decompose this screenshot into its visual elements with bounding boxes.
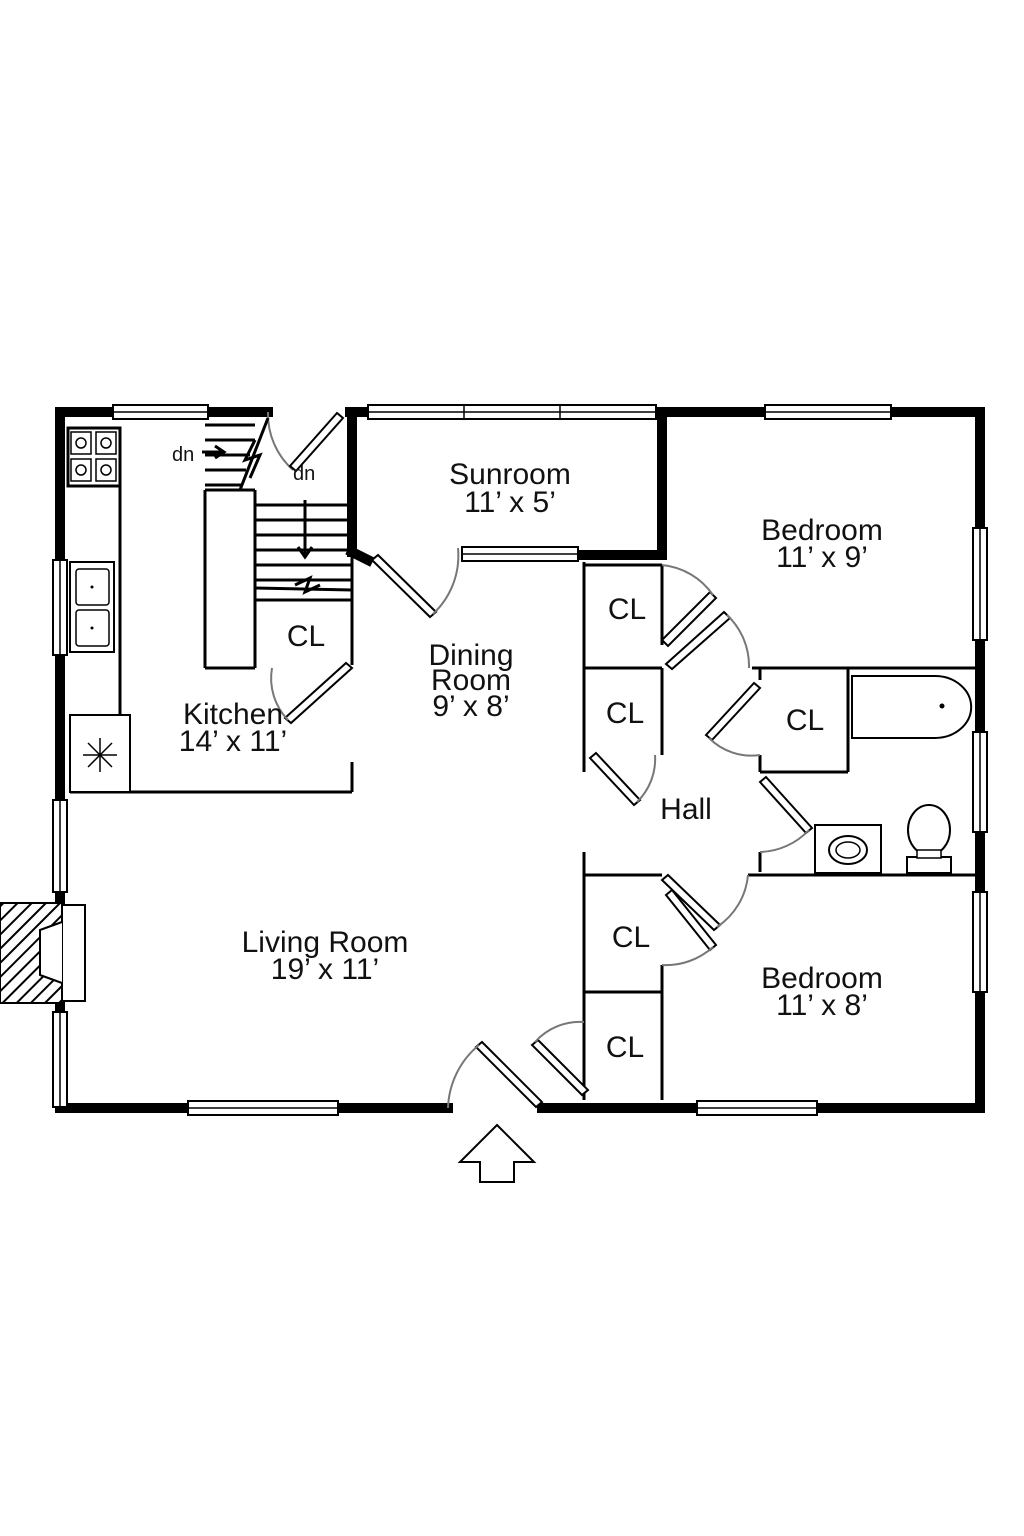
sunroom-size: 11’ x 5’ [464, 486, 556, 519]
closet-label: CL [786, 704, 824, 737]
range-icon [66, 426, 122, 488]
bedroom1-size: 11’ x 9’ [776, 541, 868, 574]
dining-size: 9’ x 8’ [432, 690, 509, 723]
closet-label: CL [608, 593, 646, 626]
stairs [202, 417, 353, 595]
sunroom-name: Sunroom [449, 458, 571, 491]
bath-sink-icon [814, 824, 882, 874]
living-room-name: Living Room [242, 926, 409, 959]
dining-name-line1: Dining [428, 639, 513, 672]
kitchen-size: 14’ x 11’ [179, 725, 287, 758]
living-room-size: 19’ x 11’ [271, 953, 379, 986]
entry-arrow-icon [457, 1123, 537, 1183]
bedroom2-size: 11’ x 8’ [776, 989, 868, 1022]
fridge-icon [69, 714, 131, 793]
sink-icon [69, 561, 115, 653]
stair-down-label-1: dn [172, 444, 194, 466]
closet-label: CL [606, 1031, 644, 1064]
interior-walls [70, 407, 975, 1100]
closet-label: CL [606, 697, 644, 730]
stair-down-label-2: dn [293, 463, 315, 485]
bathtub-icon [851, 675, 973, 739]
closet-label: CL [612, 921, 650, 954]
fireplace-icon [0, 902, 86, 1004]
closet-label: CL [287, 620, 325, 653]
doors [266, 411, 814, 1109]
bedroom2-name: Bedroom [761, 962, 883, 995]
windows [52, 404, 988, 1116]
hall-name: Hall [660, 793, 712, 826]
dining-name-line2: Room [431, 664, 511, 697]
bedroom1-name: Bedroom [761, 514, 883, 547]
kitchen-name: Kitchen [183, 698, 283, 731]
toilet-icon [906, 804, 952, 874]
